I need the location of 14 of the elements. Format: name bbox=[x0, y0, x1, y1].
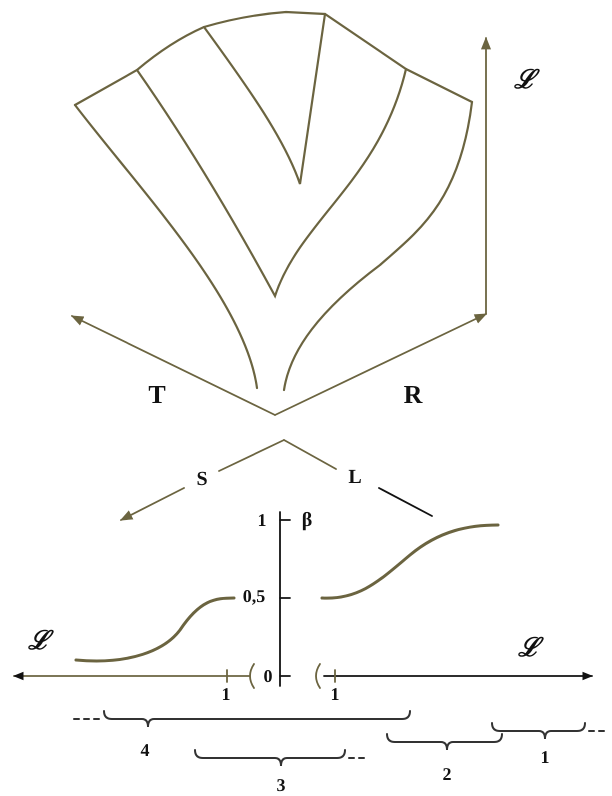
axis-label: T bbox=[148, 382, 166, 408]
tick-label: 0,5 bbox=[242, 587, 266, 605]
tick-label: 0 bbox=[264, 667, 272, 685]
axis-label: β bbox=[302, 510, 312, 530]
tick-label: 1 bbox=[222, 685, 230, 703]
brace-number: 4 bbox=[140, 741, 150, 759]
brace-number: 2 bbox=[442, 765, 452, 783]
tick-label: 1 bbox=[258, 511, 266, 529]
axis-label: R bbox=[404, 382, 422, 408]
brace-number: 3 bbox=[276, 776, 286, 794]
tick-label: 1 bbox=[330, 685, 340, 703]
axis-label: L bbox=[348, 467, 362, 487]
axis-label: S bbox=[196, 469, 208, 489]
brace-number: 1 bbox=[540, 748, 550, 766]
